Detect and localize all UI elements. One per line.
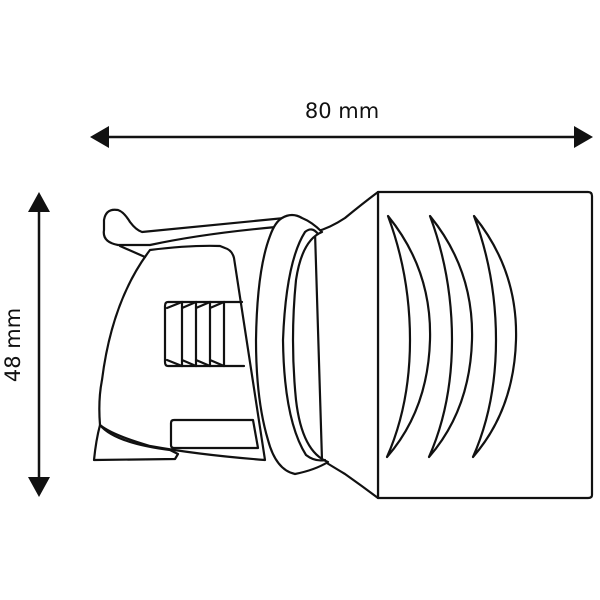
- lower-slot: [169, 418, 260, 450]
- height-dimension: 48 mm: [1, 192, 50, 497]
- height-label: 48 mm: [1, 308, 25, 382]
- housing-foot: [92, 423, 180, 462]
- grip-ridge-2: [427, 214, 474, 459]
- latch-hinge-line: [118, 244, 147, 259]
- grip-ridge-3: [471, 214, 518, 459]
- arrow-down-icon: [28, 477, 50, 497]
- arrow-left-icon: [90, 126, 109, 148]
- grip-ridge-1: [385, 214, 432, 459]
- width-label: 80 mm: [305, 99, 379, 123]
- latch-lever: [102, 208, 302, 247]
- plug-drawing: [92, 190, 594, 500]
- plug-head: [376, 190, 594, 500]
- arrow-right-icon: [574, 126, 593, 148]
- vent-top-bevels: [165, 300, 226, 310]
- vent-bottom-bevels: [165, 358, 226, 368]
- collar-inner-edge: [281, 228, 327, 462]
- collar-ring: [254, 213, 330, 476]
- plug-neck: [313, 190, 380, 500]
- vent-slots: [163, 300, 246, 368]
- width-dimension: 80 mm: [90, 99, 593, 148]
- arrow-up-icon: [28, 192, 50, 212]
